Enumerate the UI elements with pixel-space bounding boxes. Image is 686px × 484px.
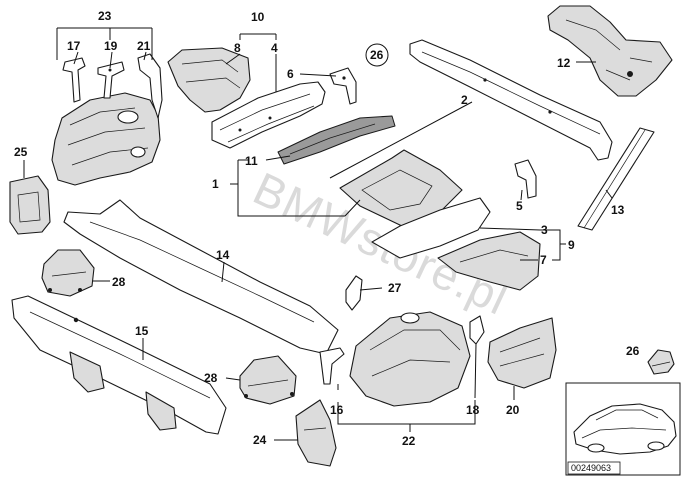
callout-26-circle	[365, 43, 389, 67]
part-bracket-27	[345, 275, 363, 311]
callout-3: 3	[541, 223, 548, 237]
callout-27: 27	[388, 281, 402, 295]
callout-10: 10	[251, 10, 265, 24]
part-clip-26	[647, 349, 675, 375]
callout-26-top: 26	[370, 48, 384, 62]
part-rear-frame-12	[547, 5, 673, 97]
callout-21: 21	[137, 39, 151, 53]
callout-14: 14	[216, 248, 230, 262]
callout-11: 11	[245, 154, 258, 168]
part-bracket-24	[295, 399, 337, 467]
part-bracket-6	[329, 67, 357, 105]
callout-28-upper: 28	[112, 275, 126, 289]
callout-20: 20	[506, 403, 520, 417]
part-panel-3	[371, 197, 491, 259]
callout-9: 9	[568, 238, 575, 252]
part-floor-tunnel-14	[63, 199, 339, 355]
vehicle-thumbnail-inset: 00249063	[565, 382, 681, 476]
callout-25: 25	[14, 145, 28, 159]
callout-8: 8	[234, 41, 241, 55]
part-floor-panel-1	[339, 149, 463, 227]
part-side-rail-2	[409, 39, 613, 161]
part-panel-20	[487, 317, 557, 389]
callout-13: 13	[611, 203, 625, 217]
part-wheel-housing-front-left	[51, 92, 161, 186]
part-panel-7	[437, 231, 541, 291]
callout-28-lower: 28	[204, 371, 218, 385]
part-bottom-frame-15	[11, 295, 227, 435]
part-bracket-19	[97, 61, 125, 99]
callout-7: 7	[540, 253, 547, 267]
part-bracket-18	[469, 315, 485, 345]
part-mount-28-upper	[41, 249, 95, 297]
callout-19: 19	[104, 39, 118, 53]
callout-16: 16	[330, 403, 344, 417]
callout-1: 1	[212, 177, 219, 191]
part-rail-4	[211, 81, 326, 149]
part-mount-28-lower	[239, 355, 297, 405]
part-panel-8	[167, 47, 251, 113]
callout-26-detail: 26	[626, 344, 640, 358]
callout-24: 24	[253, 433, 267, 447]
reference-number: 00249063	[571, 463, 611, 473]
callout-18: 18	[466, 403, 480, 417]
callout-4: 4	[271, 41, 278, 55]
part-reinforcement-11	[277, 115, 396, 165]
part-bracket-21	[137, 53, 163, 119]
callout-17: 17	[67, 39, 81, 53]
callout-numbers: 23 17 19 21 10 8 4 6 26 12 2 11 1 25 5 1…	[14, 9, 640, 448]
part-crossbar-13	[577, 127, 655, 231]
part-bracket-16	[319, 347, 345, 385]
callout-6: 6	[287, 67, 294, 81]
callout-5: 5	[516, 199, 523, 213]
callout-22: 22	[402, 434, 416, 448]
callout-15: 15	[135, 324, 149, 338]
part-mount-25	[9, 175, 51, 235]
part-bracket-5	[514, 159, 537, 199]
part-wheel-housing-22	[349, 311, 471, 407]
callout-12: 12	[557, 56, 571, 70]
leader-lines	[23, 27, 613, 441]
part-bracket-17	[62, 57, 86, 103]
callout-2: 2	[461, 93, 468, 107]
callout-23: 23	[98, 9, 112, 23]
